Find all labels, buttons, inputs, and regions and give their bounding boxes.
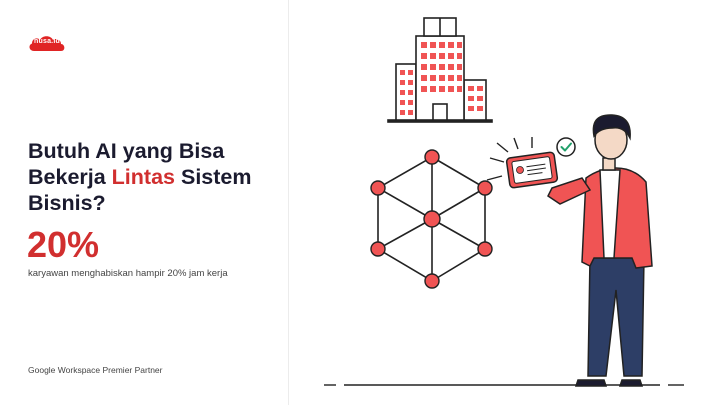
network-graph-icon [370,149,493,289]
tablet-icon [486,137,559,189]
headline-line-1: Butuh AI yang Bisa [28,139,225,163]
headline-accent-word: Lintas [111,165,175,189]
logo-text: nusa.id [34,38,60,45]
headline-line-3: Bisnis? [28,191,106,215]
headline-line-2: Bekerja Lintas Sistem [28,164,278,190]
stat-description: karyawan menghabiskan hampir 20% jam ker… [28,268,228,279]
headline: Butuh AI yang Bisa Bekerja Lintas Sistem… [28,138,278,216]
panel-divider [288,0,289,405]
partner-footer: Google Workspace Premier Partner [28,365,163,375]
headline-line-2-end: Sistem [175,165,252,189]
nusa-logo[interactable]: nusa.id [28,34,66,52]
cloud-icon [29,36,65,51]
check-badge-icon [556,137,576,157]
stat-value: 20% [27,224,100,265]
office-building-icon [387,17,493,123]
headline-line-2-start: Bekerja [28,165,112,189]
businessman-figure [547,114,653,387]
